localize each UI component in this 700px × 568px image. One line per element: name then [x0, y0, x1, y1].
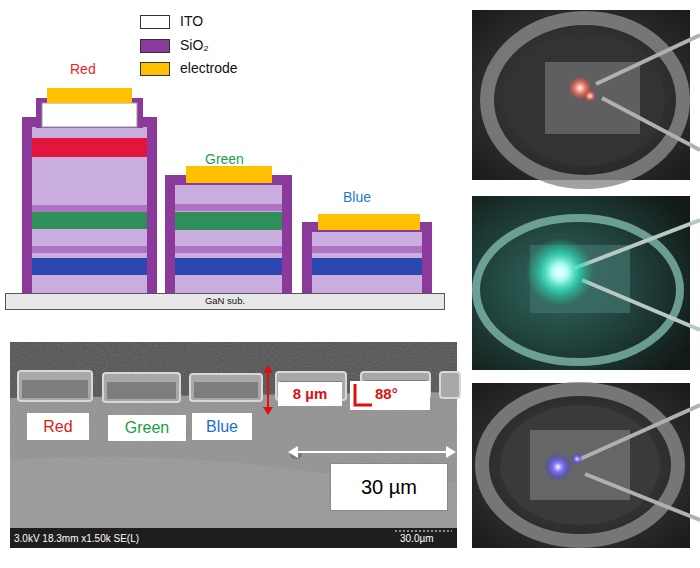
legend-swatch	[140, 15, 170, 29]
legend-text: electrode	[180, 61, 238, 76]
dimension-box: 8 µm	[278, 382, 342, 406]
box-text: Blue	[206, 418, 238, 436]
box-text: Green	[125, 419, 169, 437]
box-text: 30 µm	[361, 476, 417, 498]
box-text: GaN sub.	[205, 296, 245, 306]
box-text: 8 µm	[293, 386, 328, 403]
legend-swatch	[140, 62, 170, 76]
sem-tag: Red	[27, 413, 89, 440]
stack-label: Green	[205, 152, 244, 167]
stack-label: Red	[70, 62, 96, 77]
stack-label: Blue	[343, 190, 371, 205]
sem-info: 3.0kV 18.3mm x1.50k SE(L)	[14, 533, 139, 544]
substrate-band: GaN sub.	[5, 293, 445, 310]
red-led-stack	[22, 88, 157, 293]
sem-tag: Green	[108, 415, 186, 441]
green-led-stack	[165, 166, 292, 293]
box-text: Red	[43, 418, 72, 436]
sem-tag: Blue	[192, 413, 252, 440]
legend-text: SiO₂	[180, 38, 209, 53]
sem-image	[10, 342, 460, 548]
angle-label: 88°	[375, 386, 398, 403]
photo-blue	[472, 383, 700, 548]
legend-text: ITO	[180, 14, 203, 29]
photo-green	[472, 196, 700, 370]
photo-red	[472, 10, 700, 182]
scale-box: 30 µm	[330, 463, 448, 511]
blue-led-stack	[302, 214, 432, 293]
legend-swatch	[140, 39, 170, 53]
scale-readout: 30.0µm	[400, 533, 434, 544]
